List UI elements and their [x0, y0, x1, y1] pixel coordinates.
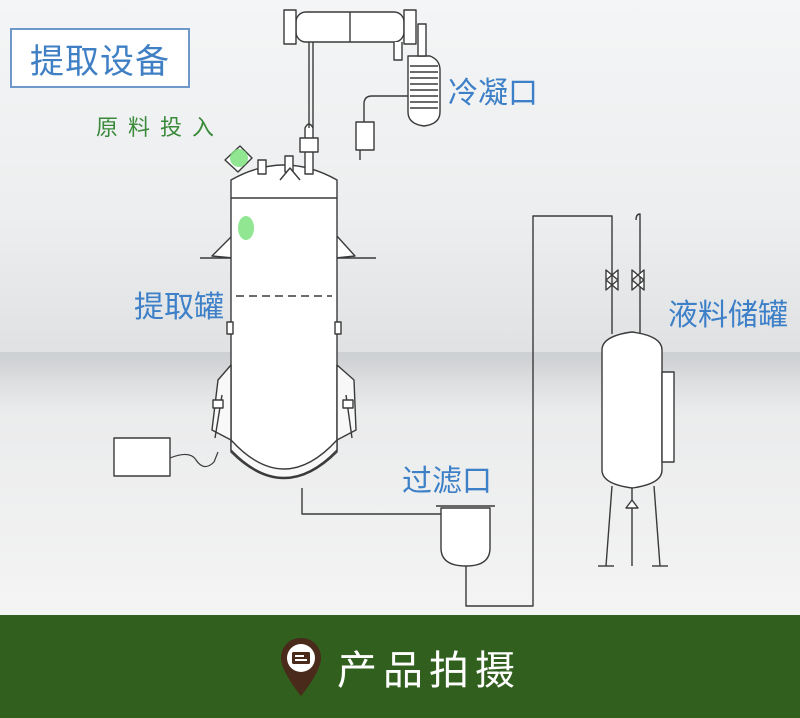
page-title: 提取设备	[30, 41, 170, 82]
coil-rings	[410, 65, 438, 109]
filter-label: 过滤口	[402, 464, 492, 499]
filter-vessel	[440, 507, 491, 567]
extraction-tank-jacket	[211, 364, 357, 479]
extraction-tank	[230, 164, 338, 480]
feed-marker	[230, 149, 248, 167]
top-nozzle-1	[257, 159, 267, 175]
diagram-stage: 提取设备 原料投入 冷凝口 提取罐 液料储罐 过滤口	[0, 0, 800, 615]
equipment-diagram	[113, 9, 675, 607]
valve-1	[605, 269, 619, 291]
valve-2	[631, 269, 645, 291]
title-box: 提取设备	[10, 28, 190, 88]
footer-text: 产品拍摄	[337, 647, 521, 694]
storage-tank	[601, 331, 663, 489]
condenser-label: 冷凝口	[448, 76, 538, 111]
control-box	[113, 437, 171, 477]
sight-glass-marker	[238, 216, 254, 240]
footer-banner: 产品拍摄	[0, 615, 800, 718]
storage-tank-label: 液料储罐	[668, 298, 788, 333]
extraction-tank-label: 提取罐	[134, 290, 224, 325]
location-pin-icon	[281, 637, 321, 696]
condensate-receiver	[355, 121, 375, 151]
feed-label: 原料投入	[96, 116, 225, 141]
